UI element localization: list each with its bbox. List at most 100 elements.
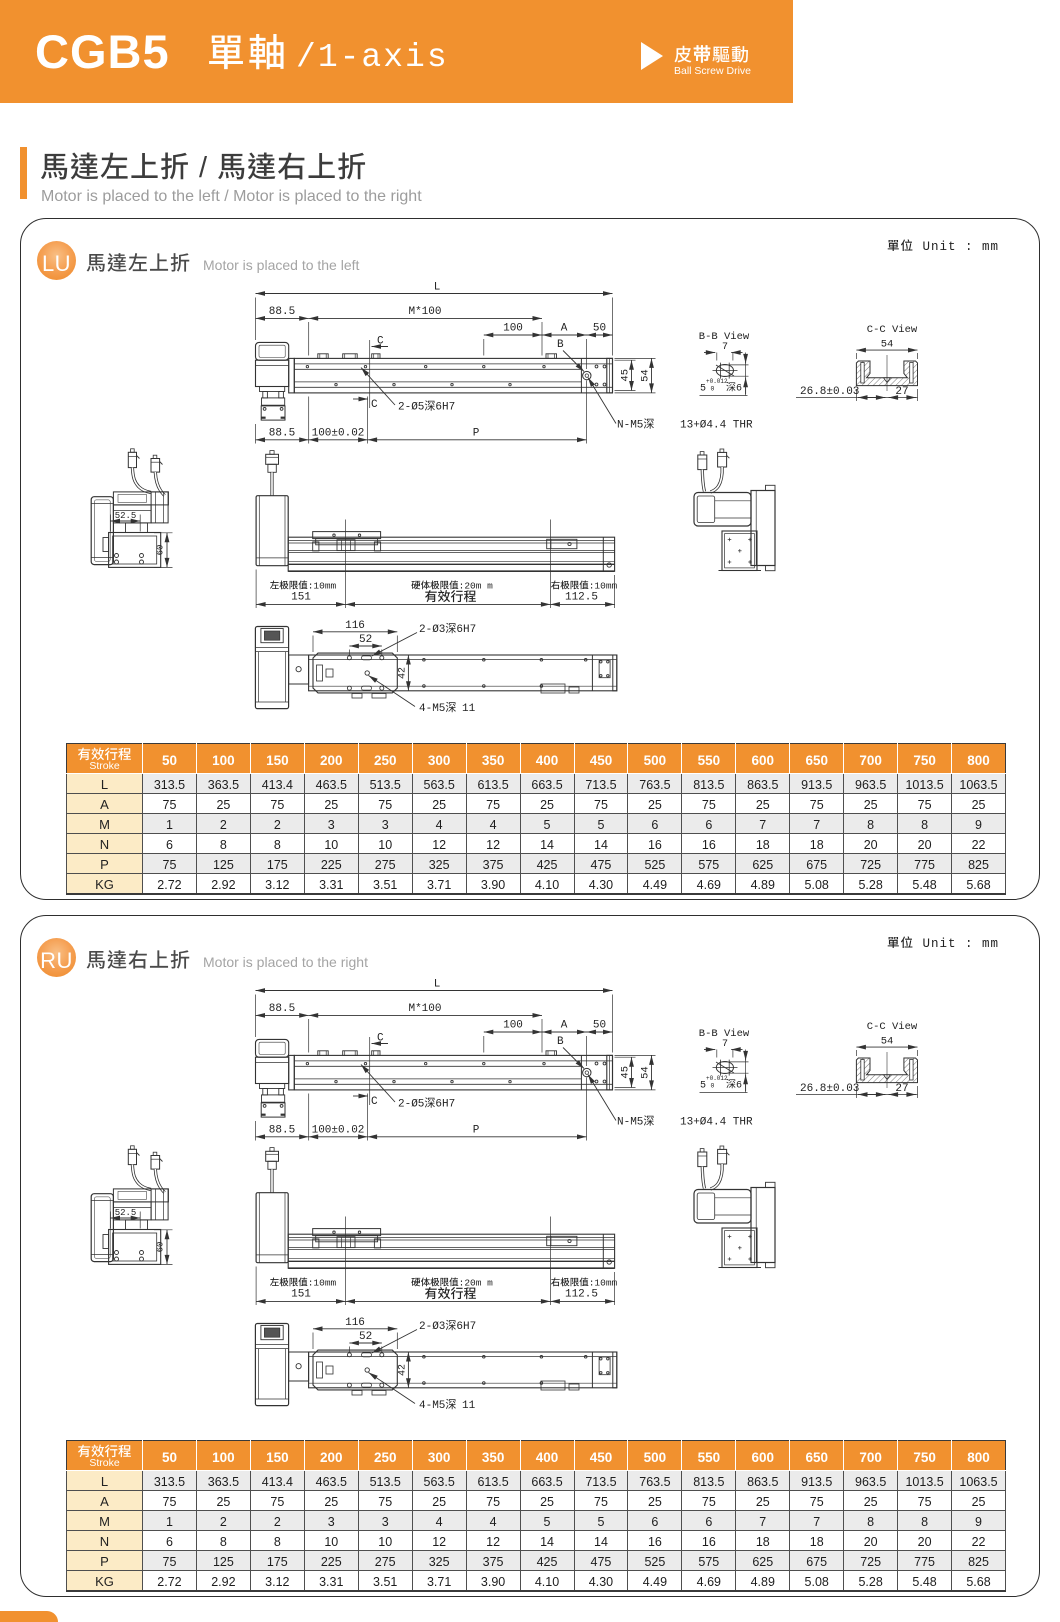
axis-type: 單軸/1-axis: [207, 22, 449, 77]
side-left-end-view: 52.5 60: [90, 448, 173, 568]
value-cell: 6: [142, 1530, 197, 1551]
value-cell: 75: [573, 1490, 629, 1511]
value-cell: 375: [465, 1550, 521, 1571]
stroke-value-header: 600: [735, 743, 791, 774]
stroke-value-header: 600: [735, 1440, 791, 1471]
value-cell: 1: [142, 1510, 197, 1531]
row-label-cell: M: [66, 1510, 143, 1531]
dim-label: 116: [345, 620, 365, 632]
dim-label: 4-M5深: [419, 1398, 456, 1412]
value-cell: 413.4: [249, 1470, 305, 1491]
dim-label: 88.5: [269, 306, 295, 318]
value-cell: 475: [573, 853, 629, 874]
dim-label: L: [434, 282, 441, 294]
dim-label: A: [561, 323, 568, 335]
value-cell: 575: [681, 853, 737, 874]
dim-label: 52: [359, 1331, 372, 1343]
value-cell: 12: [411, 833, 467, 854]
dim-label: 有效行程: [424, 1283, 476, 1302]
dim-label: 右极限值:10mm: [551, 577, 618, 591]
value-cell: 3.31: [303, 1570, 359, 1592]
dim-label: 0: [711, 386, 715, 393]
value-cell: 10: [357, 833, 413, 854]
value-cell: 20: [843, 1530, 899, 1551]
value-cell: 25: [627, 793, 683, 814]
bottom-view-dimensions: 116 52 2-Ø3深6H7 42 4-M5深 11: [312, 620, 476, 715]
value-cell: 575: [681, 1550, 737, 1571]
value-cell: 1013.5: [897, 773, 953, 794]
stroke-header-en: Stroke: [89, 1455, 120, 1471]
value-cell: 825: [951, 1550, 1006, 1571]
value-cell: 813.5: [681, 1470, 737, 1491]
value-cell: 18: [789, 833, 845, 854]
section-lu: 單位 Unit : mm LU 馬達左上折 Motor is placed to…: [20, 218, 1040, 900]
value-cell: 75: [681, 793, 737, 814]
stroke-value-header: 750: [897, 1440, 953, 1471]
value-cell: 8: [897, 813, 953, 834]
value-cell: 775: [897, 853, 953, 874]
stroke-value-header: 350: [465, 1440, 521, 1471]
dim-label: 11: [462, 1400, 476, 1412]
dim-label: 27: [895, 1083, 908, 1095]
value-cell: 225: [303, 1550, 359, 1571]
stroke-value-header: 650: [789, 1440, 845, 1471]
value-cell: 3: [357, 813, 413, 834]
bottom-view-rail: [288, 1351, 618, 1391]
value-cell: 1: [142, 813, 197, 834]
value-cell: 75: [897, 793, 953, 814]
dim-label: 2-Ø3深6H7: [419, 1319, 476, 1333]
value-cell: 25: [303, 793, 359, 814]
value-cell: 6: [681, 1510, 737, 1531]
row-label-cell: L: [66, 773, 143, 794]
dim-label: 54: [640, 369, 652, 382]
value-cell: 75: [142, 1550, 197, 1571]
top-view-motor: [254, 341, 290, 421]
dim-label: 11: [462, 703, 476, 715]
dim-label: 100: [503, 1020, 523, 1032]
dim-label: 5: [700, 384, 706, 395]
next-page-tab: [0, 1611, 58, 1622]
stroke-value-header: 100: [195, 1440, 251, 1471]
value-cell: 75: [789, 1490, 845, 1511]
dim-label: C-C View: [867, 1021, 918, 1033]
stroke-value-header: 250: [357, 1440, 413, 1471]
value-cell: 9: [951, 1510, 1006, 1531]
value-cell: 913.5: [789, 773, 845, 794]
panel-title: 馬達右上折: [86, 944, 191, 973]
value-cell: 663.5: [519, 773, 575, 794]
value-cell: 12: [465, 833, 521, 854]
dim-label: 0: [711, 1083, 715, 1090]
badge-ru: RU: [37, 938, 76, 977]
drawing-area: L 88.5 M*100 100 A 50 C C B 45 54 2-Ø5深6…: [21, 219, 1041, 743]
dim-label: B-B View: [699, 331, 750, 343]
badge-text: LU: [41, 246, 72, 278]
value-cell: 675: [789, 853, 845, 874]
value-cell: 625: [735, 1550, 791, 1571]
stroke-value-header: 150: [249, 1440, 305, 1471]
dim-label: 52.5: [115, 1208, 137, 1218]
dim-label: 42: [398, 1364, 409, 1376]
bb-view: B-B View 7 +0.012 5 0 深6: [699, 1028, 750, 1093]
stroke-value-header: 50: [142, 743, 197, 774]
value-cell: 25: [519, 793, 575, 814]
stroke-header-cjk: 有效行程: [77, 742, 132, 763]
drive-type-cjk: 皮带驅動: [674, 41, 750, 67]
value-cell: 75: [142, 1490, 197, 1511]
dim-label: 13+Ø4.4 THR: [680, 420, 753, 432]
value-cell: 563.5: [411, 773, 467, 794]
value-cell: 2.72: [142, 873, 197, 895]
section-ru: 單位 Unit : mm RU 馬達右上折 Motor is placed to…: [20, 915, 1040, 1597]
value-cell: 825: [951, 853, 1006, 874]
value-cell: 6: [681, 813, 737, 834]
value-cell: 18: [789, 1530, 845, 1551]
value-cell: 7: [789, 813, 845, 834]
value-cell: 5: [519, 813, 575, 834]
value-cell: 3.71: [411, 873, 467, 895]
value-cell: 22: [951, 833, 1006, 854]
value-cell: 8: [843, 813, 899, 834]
